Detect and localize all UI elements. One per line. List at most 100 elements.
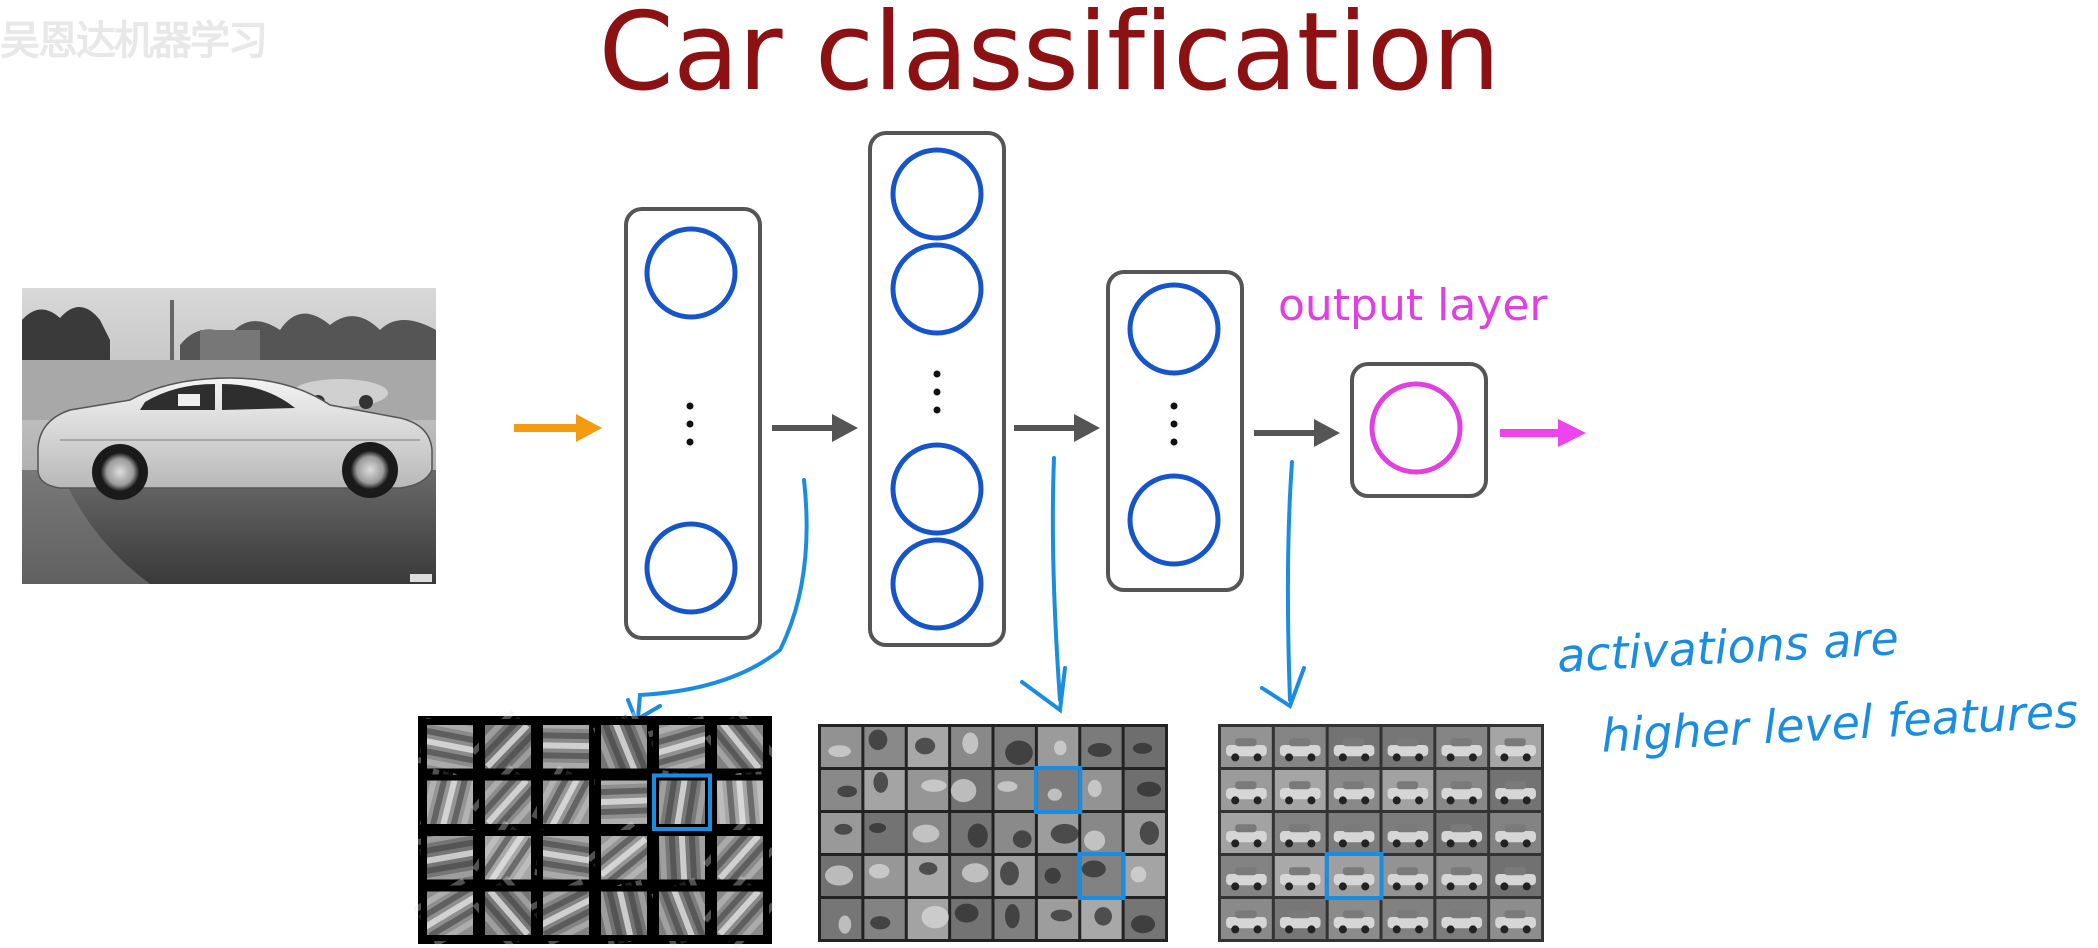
feature-tile	[951, 727, 992, 767]
feature-tile	[1328, 770, 1380, 810]
feature-tile	[1221, 899, 1272, 939]
feature-tile	[1037, 770, 1079, 810]
feature-tile	[1221, 813, 1272, 853]
feature-tile	[950, 770, 992, 810]
feature-tile	[417, 829, 483, 886]
neuron-circle	[1127, 473, 1221, 567]
feature-tile	[1037, 899, 1079, 939]
feature-tile	[1124, 899, 1165, 939]
feature-tile	[864, 727, 905, 767]
feature-tile	[419, 768, 479, 836]
feature-tile	[864, 813, 905, 853]
feature-tile	[821, 899, 862, 939]
feature-tile	[470, 764, 544, 839]
feature-tile	[1490, 813, 1541, 853]
output-layer-label: output layer	[1278, 280, 1548, 331]
feature-tile	[1124, 856, 1165, 896]
feature-tile	[1490, 727, 1541, 767]
feature-tile	[1490, 770, 1541, 810]
neuron-circle	[890, 242, 984, 336]
feature-tile	[653, 770, 711, 835]
neuron-circle	[890, 147, 984, 241]
feature-tile	[1382, 770, 1434, 810]
feature-tile	[592, 711, 658, 782]
feature-tile	[1490, 899, 1541, 939]
input-arrow	[514, 414, 602, 442]
feature-tile	[821, 770, 862, 810]
feature-tile	[994, 813, 1035, 853]
hidden-layer-1	[624, 207, 762, 640]
feature-tile	[951, 813, 992, 853]
feature-tile	[1221, 770, 1272, 810]
feature-tile	[1328, 727, 1380, 767]
feature-tile	[1328, 899, 1380, 939]
hand-drawn-arrow	[1260, 460, 1306, 710]
feature-tile	[653, 827, 711, 888]
feature-tile	[704, 709, 777, 783]
arrow-right	[772, 414, 858, 442]
output-layer	[1350, 362, 1488, 498]
feature-tile	[907, 856, 949, 896]
feature-tile	[417, 717, 483, 775]
highlight-box	[1324, 852, 1384, 900]
feature-tile	[1274, 813, 1326, 853]
feature-tile	[1037, 856, 1079, 896]
layer1-features	[412, 709, 777, 948]
feature-tile	[864, 770, 905, 810]
layer3-features	[1218, 724, 1544, 942]
feature-tile	[711, 771, 769, 833]
feature-tile	[594, 774, 654, 830]
neuron-circle	[890, 537, 984, 631]
arrow-right	[1014, 414, 1100, 442]
feature-tile	[994, 770, 1035, 810]
feature-tile	[1436, 856, 1488, 896]
feature-tile	[994, 727, 1035, 767]
output-arrow	[1500, 419, 1586, 447]
feature-tile	[531, 765, 599, 838]
feature-tile	[702, 875, 776, 948]
feature-tile	[864, 899, 905, 939]
feature-tile	[702, 820, 776, 894]
feature-tile	[907, 727, 949, 767]
neuron-circle	[1127, 282, 1221, 376]
hidden-layer-2	[868, 131, 1006, 647]
feature-grid-background	[1218, 724, 1544, 942]
feature-tile	[1081, 770, 1122, 810]
arrow-right	[1254, 419, 1340, 447]
feature-tile	[470, 709, 544, 783]
feature-tile	[994, 856, 1035, 896]
feature-tile	[1274, 856, 1326, 896]
feature-tile	[907, 813, 949, 853]
feature-tile	[595, 879, 654, 947]
feature-tile	[536, 719, 596, 775]
neuron-circle	[644, 226, 738, 320]
feature-tile	[1436, 727, 1488, 767]
highlight-box	[652, 773, 712, 831]
hidden-layer-3	[1106, 270, 1244, 592]
feature-tile	[1328, 856, 1380, 896]
feature-tile	[864, 856, 905, 896]
car-photo	[22, 288, 436, 584]
output-neuron-circle	[1369, 381, 1463, 475]
feature-tile	[1221, 727, 1272, 767]
watermark-text: 吴恩达机器学习	[0, 18, 268, 64]
feature-tile	[1382, 899, 1434, 939]
page-title: Car classification	[598, 0, 1501, 115]
feature-tile	[1436, 770, 1488, 810]
feature-tile	[1490, 856, 1541, 896]
feature-tile	[412, 877, 486, 947]
feature-tile	[1037, 727, 1079, 767]
hand-drawn-arrow	[1020, 456, 1067, 714]
feature-tile	[1124, 727, 1165, 767]
feature-tile	[951, 856, 992, 896]
feature-tile	[1382, 727, 1434, 767]
layer2-features	[818, 724, 1168, 942]
highlight-box	[1077, 852, 1126, 900]
hand-drawn-arrow	[626, 478, 809, 723]
feature-tile	[1081, 899, 1122, 939]
feature-tile	[821, 856, 862, 896]
highlight-box	[1033, 766, 1083, 814]
feature-tile	[472, 875, 545, 948]
feature-tile	[821, 813, 862, 853]
